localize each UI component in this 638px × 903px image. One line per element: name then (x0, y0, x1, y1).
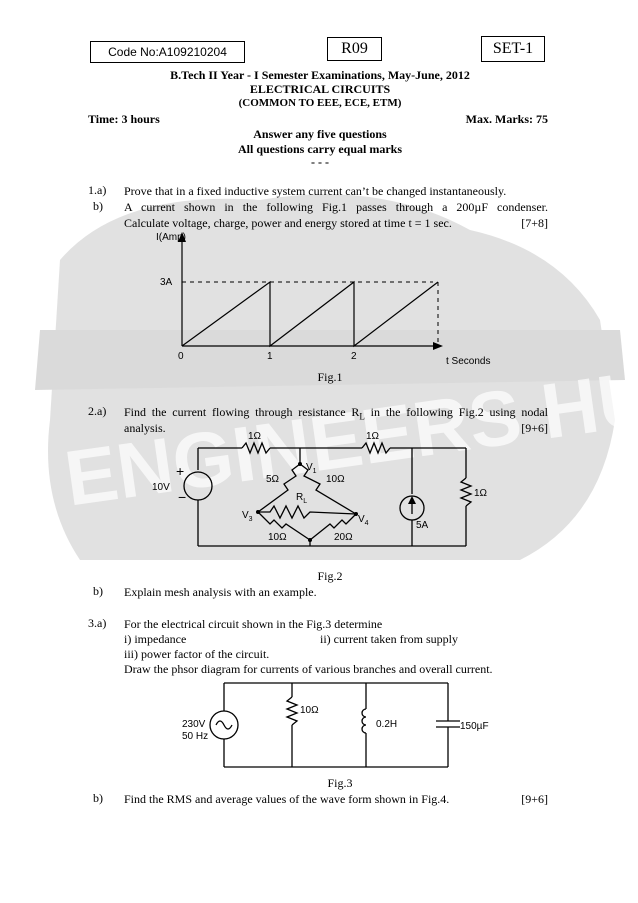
branches: (COMMON TO EEE, ECE, ETM) (238, 97, 402, 109)
time: Time: 3 hours (88, 112, 160, 126)
fig2-r-5: 5Ω (266, 474, 280, 485)
fig2-rl: RL (296, 492, 307, 505)
fig3-resistor: 10Ω (300, 705, 319, 716)
fig3-source-freq: 50 Hz (182, 731, 208, 742)
q2a-text-sub: L (359, 411, 365, 422)
fig2-v1: V1 (306, 462, 317, 475)
fig3-circuit: 230V 50 Hz 10Ω 0.2H 150µF (182, 682, 489, 768)
q3b-marks: [9+6] (521, 792, 548, 806)
q3a-number: 3.a) (88, 616, 107, 630)
subject-title: ELECTRICAL CIRCUITS (249, 82, 391, 96)
q2a-marks: [9+6] (521, 421, 548, 435)
fig2-r-10b: 10Ω (268, 532, 287, 543)
q3a-text-line4: Draw the phsor diagram for currents of v… (124, 662, 493, 676)
fig2-isrc: 5A (416, 520, 429, 531)
q1a-text: Prove that in a fixed inductive system c… (124, 184, 507, 198)
svg-text:+: + (176, 463, 184, 479)
q3a-text-line1: For the electrical circuit shown in the … (124, 617, 383, 631)
fig1-xlabel: t Seconds (446, 356, 490, 367)
max-marks: Max. Marks: 75 (465, 112, 548, 126)
fig3-capacitor: 150µF (460, 721, 489, 732)
fig2-r-10a: 10Ω (326, 474, 345, 485)
fig3-caption: Fig.3 (327, 776, 353, 790)
fig1-sawtooth (181, 280, 439, 348)
q1b-text-line2: Calculate voltage, charge, power and ene… (124, 216, 452, 230)
set-box: SET-1 (481, 36, 545, 62)
code-number-box: Code No:A109210204 (90, 41, 245, 63)
q2a-text-part1: Find the current flowing through resista… (124, 405, 360, 419)
q3a-item-i: i) impedance (124, 632, 187, 646)
code-number: Code No:A109210204 (108, 45, 227, 59)
q2a-text-line2: analysis. (124, 421, 166, 435)
fig2-r-top: 1Ω (248, 431, 262, 442)
q2b-text: Explain mesh analysis with an example. (124, 585, 317, 599)
fig3-source-voltage: 230V (182, 719, 206, 730)
exam-title: B.Tech II Year - I Semester Examinations… (170, 68, 470, 82)
set-label: SET-1 (492, 40, 534, 57)
fig2-caption: Fig.2 (317, 569, 343, 583)
fig2-r-20: 20Ω (334, 532, 353, 543)
fig2-r-mid: 1Ω (366, 431, 380, 442)
separator: - - - (311, 155, 329, 169)
q3a-item-iii: iii) power factor of the circuit. (124, 647, 270, 661)
fig1-caption: Fig.1 (317, 370, 343, 384)
fig2-circuit: + − 10V 1Ω 1Ω 1Ω 5Ω 10Ω 10Ω 20Ω RL V1 V3… (152, 431, 488, 547)
q2a-number: 2.a) (88, 404, 107, 418)
fig1-xtick-1: 1 (267, 351, 273, 362)
fig1-ylabel: I(Amp) (156, 232, 186, 243)
q2a-text-part2: in the following Fig.2 using nodal (364, 405, 548, 419)
fig1-xtick-2: 2 (351, 351, 357, 362)
svg-text:−: − (178, 489, 186, 505)
q1a-number: 1.a) (88, 183, 107, 197)
fig1-xtick-0: 0 (178, 351, 184, 362)
fig2-source-label: 10V (152, 482, 170, 493)
fig1-ytick: 3A (160, 277, 173, 288)
regulation: R09 (341, 40, 368, 57)
q1b-text-line1: A current shown in the following Fig.1 p… (124, 200, 548, 214)
regulation-box: R09 (327, 37, 382, 61)
fig2-v4: V4 (358, 514, 369, 527)
fig3-inductor: 0.2H (376, 719, 397, 730)
fig2-v3: V3 (242, 510, 253, 523)
q2b-number: b) (93, 584, 103, 598)
q1b-number: b) (93, 199, 103, 213)
q1b-marks: [7+8] (521, 216, 548, 230)
q3b-text: Find the RMS and average values of the w… (124, 792, 450, 806)
fig1-current-waveform: I(Amp) 3A 0 1 2 t Seconds (156, 232, 490, 367)
fig2-r-right: 1Ω (474, 488, 488, 499)
instruction-1: Answer any five questions (253, 127, 387, 141)
q3b-number: b) (93, 791, 103, 805)
q2a-text-line1: Find the current flowing through resista… (124, 404, 548, 424)
instruction-2: All questions carry equal marks (237, 142, 402, 156)
q3a-item-ii: ii) current taken from supply (320, 632, 458, 646)
